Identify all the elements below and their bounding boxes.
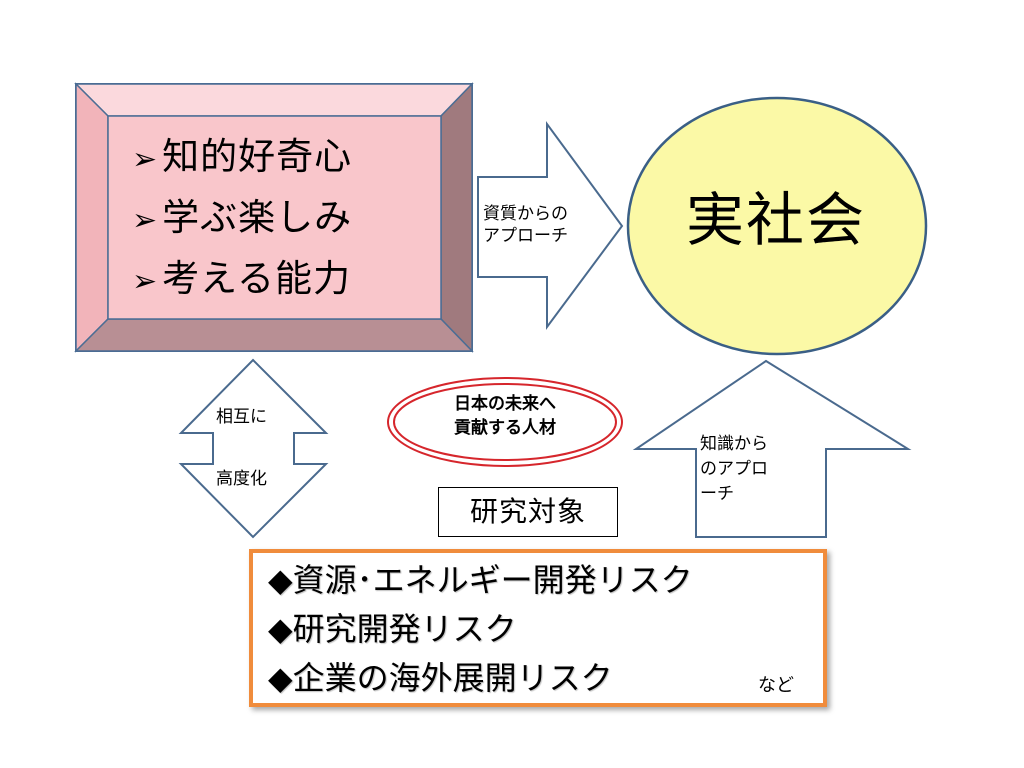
risk-box: [249, 549, 827, 707]
arrow-bullet-icon: ➢: [132, 203, 159, 238]
contribution-ellipse: [387, 377, 623, 467]
mutual-arrow-top-label: 相互に: [216, 407, 267, 427]
risk-item-label: 研究開発リスク: [292, 610, 517, 648]
research-title: 研究対象: [438, 487, 618, 537]
risk-item-label: 企業の海外展開リスク: [292, 659, 613, 697]
risk-item: ◆研究開発リスク: [268, 605, 693, 654]
qualities-item: ➢考える能力: [132, 250, 432, 311]
right-arrow-label-line: 資質からの: [483, 204, 568, 224]
risk-list: ◆資源･エネルギー開発リスク ◆研究開発リスク ◆企業の海外展開リスク: [268, 556, 693, 703]
etc-label: など: [758, 675, 794, 696]
qualities-item: ➢知的好奇心: [132, 128, 432, 189]
arrow-bullet-icon: ➢: [132, 264, 159, 299]
qualities-bevel-box: [74, 82, 474, 353]
risk-item-label: 資源･エネルギー開発リスク: [292, 561, 693, 599]
up-arrow-label-line: のアプロ: [700, 459, 768, 479]
contribution-label: 日本の未来へ 貢献する人材: [405, 392, 605, 440]
up-arrow-label: 知識から のアプロ ーチ: [700, 432, 768, 507]
contribution-line: 貢献する人材: [454, 418, 556, 438]
society-label: 実社会: [685, 186, 866, 254]
risk-item: ◆資源･エネルギー開発リスク: [268, 556, 693, 605]
diamond-bullet-icon: ◆: [268, 659, 293, 697]
arrow-bullet-icon: ➢: [132, 142, 159, 177]
mutual-double-arrow: [178, 358, 329, 539]
qualities-item-label: 知的好奇心: [162, 135, 353, 178]
qualities-item: ➢学ぶ楽しみ: [132, 189, 432, 250]
approach-right-arrow: [477, 120, 624, 331]
mutual-arrow-bottom-label: 高度化: [216, 469, 267, 489]
diamond-bullet-icon: ◆: [268, 610, 293, 648]
up-arrow-label-line: 知識から: [700, 434, 768, 454]
qualities-item-label: 考える能力: [162, 257, 352, 300]
right-arrow-label: 資質からの アプローチ: [483, 203, 568, 247]
risk-item: ◆企業の海外展開リスク: [268, 654, 693, 703]
up-arrow-label-line: ーチ: [700, 484, 734, 504]
knowledge-up-arrow: [632, 359, 912, 538]
qualities-list: ➢知的好奇心 ➢学ぶ楽しみ ➢考える能力: [132, 128, 432, 311]
contribution-line: 日本の未来へ: [454, 394, 556, 414]
right-arrow-label-line: アプローチ: [483, 226, 568, 246]
diamond-bullet-icon: ◆: [268, 561, 293, 599]
qualities-item-label: 学ぶ楽しみ: [162, 196, 353, 239]
society-ellipse: [626, 96, 928, 356]
